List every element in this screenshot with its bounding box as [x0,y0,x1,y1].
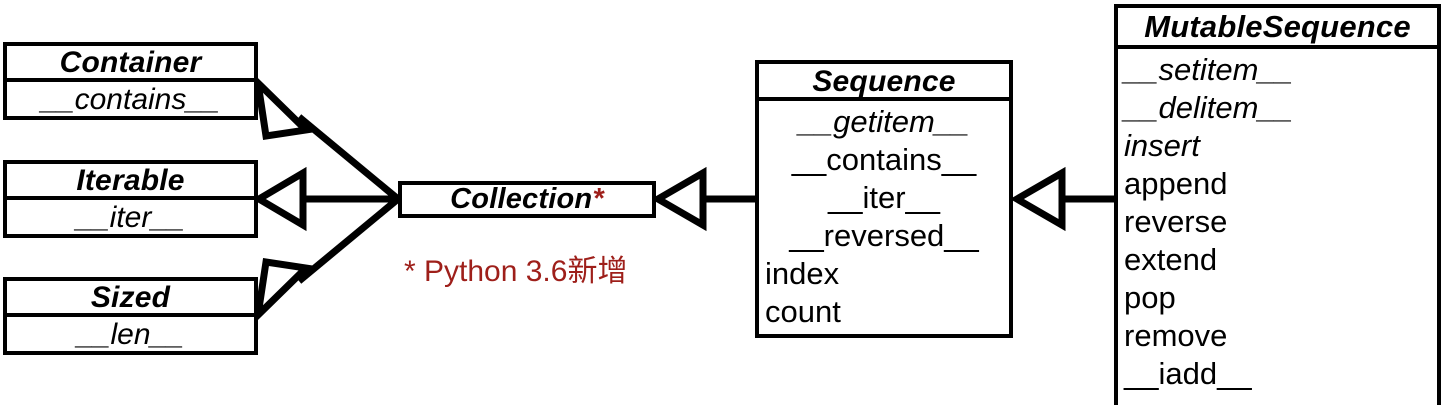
member-getitem: __getitem__ [798,104,970,139]
member-iter: __iter__ [827,180,941,215]
member-reverse: reverse [1124,204,1228,239]
member-pop: pop [1124,280,1176,315]
member-iter: __iter__ [76,201,185,234]
class-box-mutablesequence[interactable]: MutableSequence __setitem__ __delitem__ … [1114,4,1441,405]
class-name-iterable: Iterable [7,164,254,200]
generalization-collection-to-container [252,73,401,202]
member-setitem: __setitem__ [1124,52,1293,87]
class-box-sized[interactable]: Sized __len__ [3,277,258,355]
member-contains: __contains__ [791,142,977,177]
class-members-sequence: __getitem__ __contains__ __iter__ __reve… [759,101,1009,334]
class-box-collection[interactable]: Collection* [398,181,656,218]
new-in-36-marker: * [592,183,604,215]
member-count: count [765,294,841,329]
member-insert: insert [1124,128,1200,163]
member-remove: remove [1124,318,1228,353]
member-reversed: __reversed__ [789,218,979,253]
generalization-mutablesequence-to-sequence [1010,166,1114,232]
class-members-iterable: __iter__ [7,200,254,234]
member-len: __len__ [77,318,184,351]
class-name-sized: Sized [7,281,254,317]
class-box-sequence[interactable]: Sequence __getitem__ __contains__ __iter… [755,60,1013,338]
class-box-container[interactable]: Container __contains__ [3,42,258,120]
class-name-collection-label: Collection [450,183,593,215]
class-members-container: __contains__ [7,82,254,116]
member-iadd: __iadd__ [1124,356,1252,391]
class-members-sized: __len__ [7,317,254,351]
member-delitem: __delitem__ [1124,90,1293,125]
member-append: append [1124,166,1228,201]
generalization-collection-to-sized [252,196,401,325]
class-name-sequence: Sequence [759,64,1009,101]
class-name-mutablesequence: MutableSequence [1118,8,1437,49]
class-name-container: Container [7,46,254,82]
member-index: index [765,256,840,291]
member-extend: extend [1124,242,1218,277]
generalization-collection-to-iterable [252,166,398,232]
generalization-sequence-to-collection [651,166,755,232]
annotation-python36-note: * Python 3.6新增 [404,255,628,288]
class-members-mutablesequence: __setitem__ __delitem__ insert append re… [1118,49,1437,405]
class-box-iterable[interactable]: Iterable __iter__ [3,160,258,238]
class-name-collection: Collection* [402,185,652,214]
member-contains: __contains__ [41,83,220,116]
